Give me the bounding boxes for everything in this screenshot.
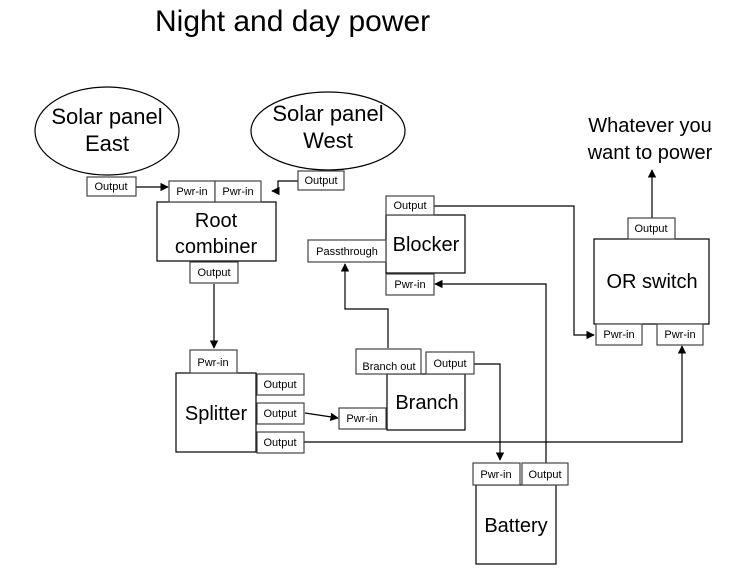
blocker-passthrough-label: Passthrough — [316, 246, 378, 258]
splitter-output-1-port — [256, 373, 305, 396]
or-switch-input-1-port — [595, 323, 643, 346]
blocker-label: Blocker — [393, 234, 460, 256]
splitter-output-3-port — [256, 431, 305, 454]
power-target: Whatever you want to power — [587, 115, 713, 164]
solar-panel-west-shape — [250, 91, 406, 171]
root-combiner-label-1: Root — [195, 210, 238, 232]
solar-panel-west-label-2: West — [303, 128, 353, 153]
root-combiner-input-1-label: Pwr-in — [176, 186, 207, 198]
solar-panel-west: Solar panel West Output — [250, 91, 406, 191]
connector-branch-to-passthrough — [340, 263, 389, 348]
battery-input-label: Pwr-in — [480, 469, 511, 481]
solar-panel-east-shape — [34, 86, 180, 176]
blocker-input-port — [385, 273, 435, 296]
splitter: Splitter Pwr-in Output Output Output — [175, 349, 305, 454]
power-target-label-1: Whatever you — [588, 115, 711, 137]
battery: Battery Pwr-in Output — [472, 462, 569, 565]
solar-west-output-port — [297, 170, 345, 191]
battery-output-port — [521, 462, 569, 486]
or-switch: OR switch Output Pwr-in Pwr-in — [593, 217, 710, 346]
battery-output-label: Output — [528, 469, 561, 481]
battery-box — [475, 484, 557, 565]
connector-splitter-to-branch — [304, 412, 339, 422]
splitter-input-label: Pwr-in — [197, 357, 228, 369]
splitter-output-1-label: Output — [263, 379, 296, 391]
or-switch-input-2-label: Pwr-in — [664, 329, 695, 341]
connector-west-to-root — [271, 180, 298, 196]
root-combiner-input-2-label: Pwr-in — [222, 186, 253, 198]
branch-input-port — [338, 407, 387, 430]
root-combiner: Root combiner Pwr-in Pwr-in Output — [156, 180, 277, 284]
splitter-label: Splitter — [185, 403, 248, 425]
solar-east-output-label: Output — [94, 181, 127, 193]
solar-west-output-label: Output — [304, 175, 337, 187]
branch: Branch Branch out Output Pwr-in — [338, 348, 475, 431]
power-target-label-2: want to power — [587, 142, 713, 164]
battery-input-port — [472, 462, 521, 486]
splitter-box — [175, 372, 257, 453]
blocker-input-label: Pwr-in — [394, 279, 425, 291]
connector-splitter-to-orswitch — [304, 345, 687, 443]
diagram-title: Night and day power — [155, 5, 430, 38]
connector-branch-to-battery — [474, 363, 505, 461]
branch-out-label: Branch out — [362, 361, 415, 373]
branch-input-label: Pwr-in — [346, 413, 377, 425]
blocker: Blocker Output Passthrough Pwr-in — [307, 195, 466, 296]
or-switch-box — [593, 238, 710, 325]
connector-battery-to-blocker — [434, 279, 547, 463]
connector-blocker-to-orswitch — [434, 205, 595, 340]
root-combiner-output-port — [189, 261, 239, 284]
solar-east-output-port — [86, 176, 137, 197]
splitter-output-3-label: Output — [263, 437, 296, 449]
blocker-passthrough-port — [307, 239, 387, 263]
splitter-input-port — [189, 349, 238, 374]
branch-output-port — [425, 351, 475, 375]
root-combiner-output-label: Output — [197, 267, 230, 279]
splitter-output-2-label: Output — [263, 408, 296, 420]
solar-panel-east-label-1: Solar panel — [51, 104, 162, 129]
or-switch-input-2-port — [656, 323, 704, 346]
branch-out-port — [355, 348, 422, 375]
splitter-output-2-port — [256, 402, 305, 425]
blocker-output-label: Output — [393, 200, 426, 212]
branch-output-label: Output — [433, 358, 466, 370]
or-switch-label: OR switch — [606, 271, 697, 293]
root-combiner-input-2-port — [214, 180, 262, 203]
root-combiner-label-2: combiner — [175, 236, 258, 258]
solar-panel-west-label-1: Solar panel — [272, 101, 383, 126]
solar-panel-east-label-2: East — [85, 131, 129, 156]
solar-panel-east: Solar panel East Output — [34, 86, 180, 197]
connectors — [136, 169, 687, 463]
or-switch-input-1-label: Pwr-in — [603, 329, 634, 341]
branch-label: Branch — [395, 392, 458, 414]
branch-box — [386, 373, 466, 431]
root-combiner-box — [156, 201, 277, 262]
or-switch-output-port — [627, 217, 676, 240]
blocker-output-port — [385, 195, 435, 216]
battery-label: Battery — [484, 515, 547, 537]
or-switch-output-label: Output — [634, 223, 667, 235]
blocker-box — [385, 214, 466, 274]
